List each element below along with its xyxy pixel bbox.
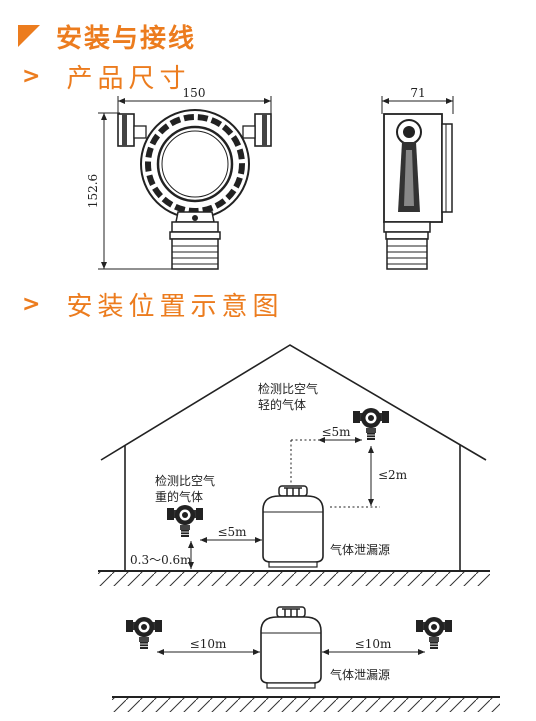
gas-cylinder-icon [262, 485, 324, 568]
install-position-title: 安装位置示意图 [66, 292, 284, 322]
product-size-title: 产品尺寸 [66, 64, 191, 94]
detector-icon-bottom [166, 504, 204, 538]
side-view-drawing [381, 96, 454, 270]
chevron-right-icon: > [22, 292, 41, 317]
detector-icon-top [352, 407, 390, 441]
gas-cylinder-icon-2 [260, 606, 322, 689]
dist-left: ≤10m [190, 637, 227, 651]
dist-bottom-horizontal: ≤5m [217, 525, 247, 539]
section-header: 安装与接线 [18, 16, 196, 56]
dist-top-horizontal: ≤5m [321, 425, 351, 439]
floor-1 [98, 570, 490, 586]
chevron-right-icon: > [22, 64, 41, 89]
lighter-gas-label-line1: 检测比空气 [258, 381, 318, 396]
triangle-icon [18, 25, 40, 47]
width-front-label: 150 [183, 86, 206, 100]
distance-guides-1 [188, 437, 380, 569]
heavier-gas-label-line1: 检测比空气 [155, 473, 215, 488]
header-title: 安装与接线 [56, 23, 197, 54]
height-label: 152.6 [86, 174, 100, 208]
front-view-drawing [98, 96, 272, 270]
width-side-label: 71 [410, 86, 425, 100]
lighter-gas-label-line2: 轻的气体 [258, 397, 306, 412]
dist-top-vertical: ≤2m [378, 468, 408, 482]
heavier-gas-label-line2: 重的气体 [155, 489, 203, 504]
house-outline [100, 344, 487, 570]
leak-source-label-2: 气体泄漏源 [330, 667, 390, 682]
detector-icon-right [415, 616, 453, 650]
dist-right: ≤10m [355, 637, 392, 651]
section-product-size: > 产品尺寸 [22, 58, 190, 95]
floor-2 [112, 696, 500, 712]
detector-icon-left [125, 616, 163, 650]
section-install-position: > 安装位置示意图 [22, 286, 283, 323]
leak-source-label-1: 气体泄漏源 [330, 542, 390, 557]
dist-floor: 0.3～0.6m [130, 553, 192, 567]
